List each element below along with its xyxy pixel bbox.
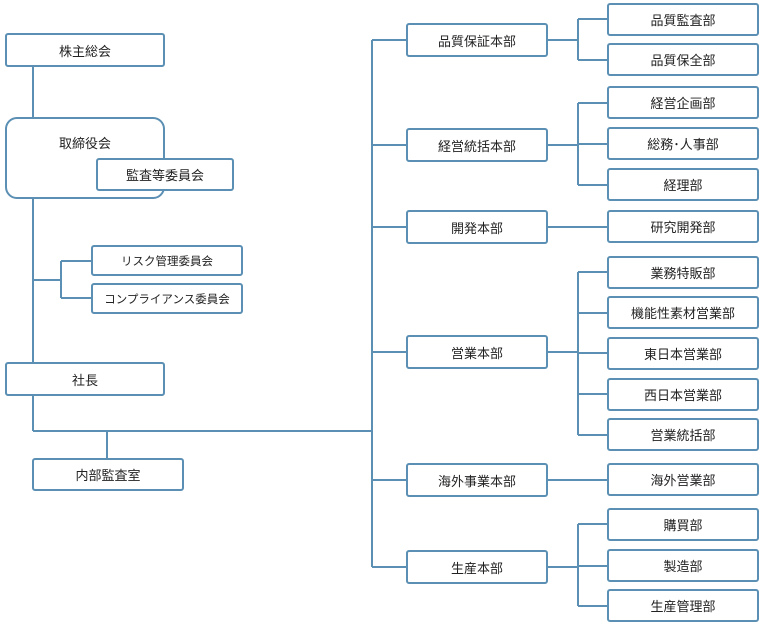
department-box: 購買部: [607, 508, 759, 541]
department-box: 研究開発部: [607, 210, 759, 243]
compliance-committee-box: コンプライアンス委員会: [91, 283, 243, 314]
department-box: 海外営業部: [607, 463, 759, 496]
department-box: 製造部: [607, 549, 759, 582]
division-production-box: 生産本部: [406, 550, 548, 584]
department-box: 経理部: [607, 168, 759, 201]
shareholders-meeting-box: 株主総会: [5, 33, 165, 67]
department-box: 業務特販部: [607, 256, 759, 289]
president-box: 社長: [5, 362, 165, 396]
department-box: 東日本営業部: [607, 337, 759, 370]
department-box: 経営企画部: [607, 86, 759, 119]
department-box: 品質保全部: [607, 43, 759, 76]
risk-committee-box: リスク管理委員会: [91, 245, 243, 276]
division-overseas-box: 海外事業本部: [406, 463, 548, 497]
internal-audit-box: 内部監査室: [32, 458, 184, 491]
department-box: 総務･人事部: [607, 127, 759, 160]
audit-committee-box: 監査等委員会: [96, 158, 234, 191]
division-corporate-box: 経営統括本部: [406, 128, 548, 162]
department-box: 品質監査部: [607, 3, 759, 36]
division-sales-box: 営業本部: [406, 335, 548, 369]
department-box: 営業統括部: [607, 418, 759, 451]
department-box: 西日本営業部: [607, 378, 759, 411]
division-rd-box: 開発本部: [406, 210, 548, 244]
division-qa-box: 品質保証本部: [406, 23, 548, 57]
department-box: 機能性素材営業部: [607, 296, 759, 329]
department-box: 生産管理部: [607, 589, 759, 622]
